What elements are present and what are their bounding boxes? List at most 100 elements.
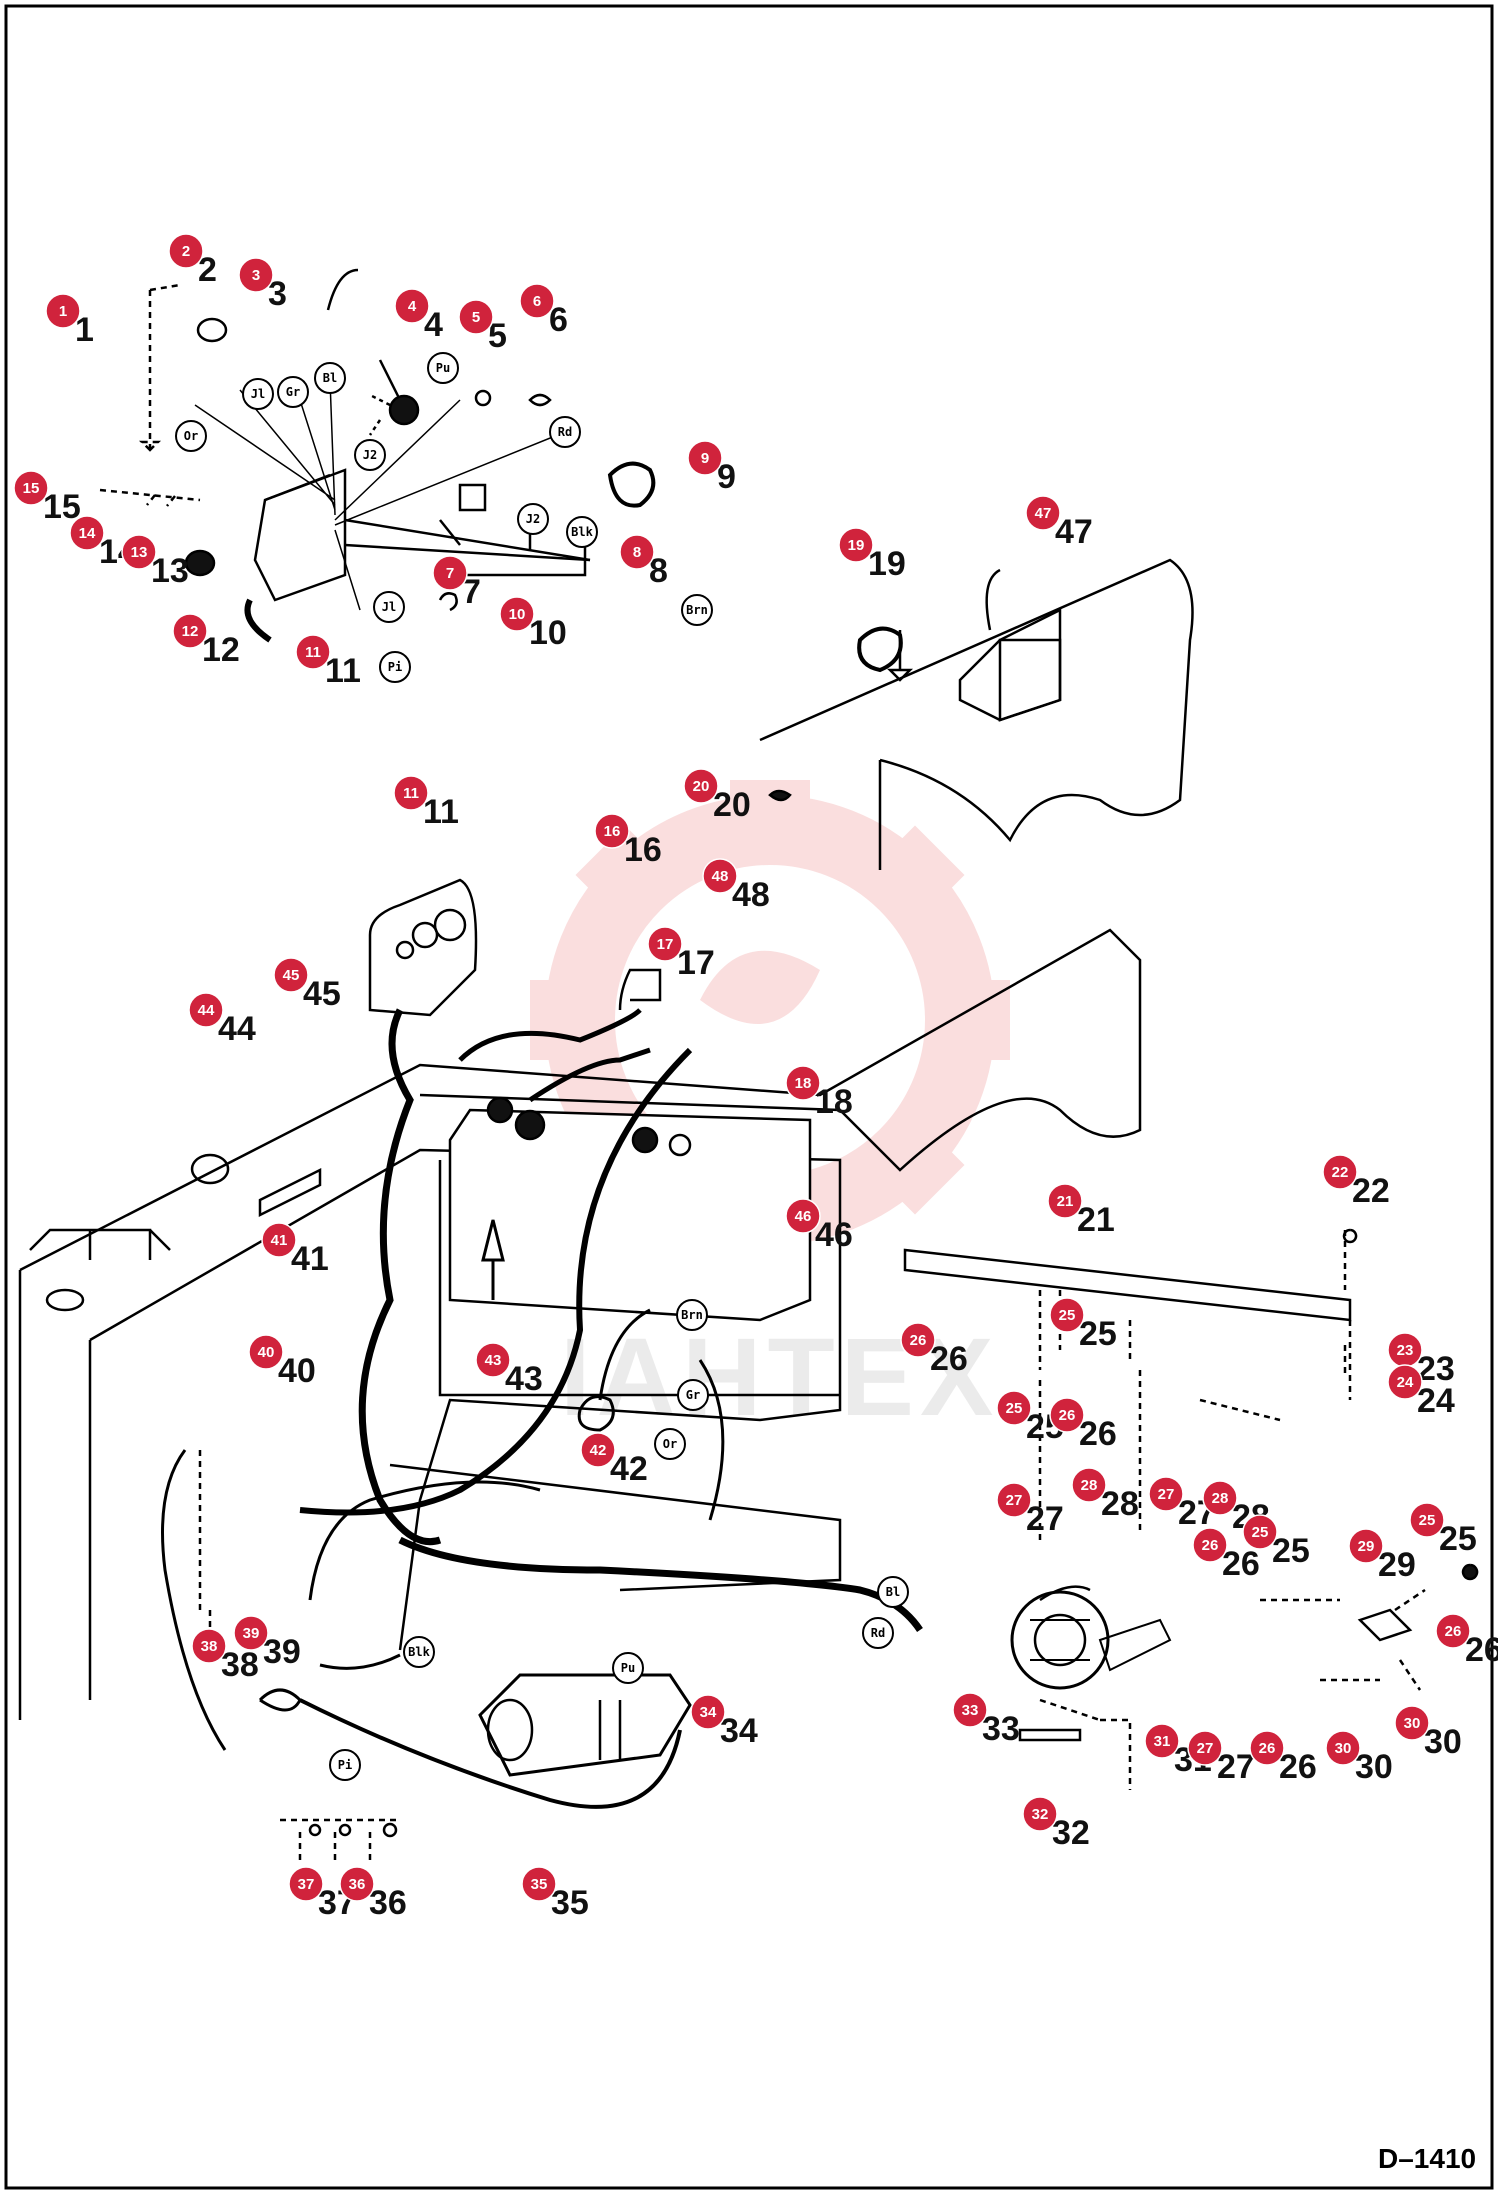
callout-circle: [172, 613, 208, 649]
callout-circle: [687, 440, 723, 476]
callout-46[interactable]: 46: [785, 1198, 821, 1234]
callout-30[interactable]: 30: [1325, 1730, 1361, 1766]
callout-17[interactable]: 17: [647, 926, 683, 962]
callout-11[interactable]: 11: [393, 775, 429, 811]
callout-8[interactable]: 8: [619, 534, 655, 570]
callout-13[interactable]: 13: [121, 534, 157, 570]
callout-number: 6: [533, 293, 541, 310]
printed-part-number: 4: [424, 306, 443, 344]
callout-9[interactable]: 9: [687, 440, 723, 476]
printed-part-number: 27: [1217, 1748, 1255, 1786]
printed-part-number: 16: [624, 831, 662, 869]
callout-31[interactable]: 31: [1144, 1723, 1180, 1759]
callout-25[interactable]: 25: [1242, 1514, 1278, 1550]
wire-tag: Pi: [379, 651, 411, 683]
callout-35[interactable]: 35: [521, 1866, 557, 1902]
callout-29[interactable]: 29: [1348, 1528, 1384, 1564]
callout-41[interactable]: 41: [261, 1222, 297, 1258]
wire-tag-ring: [877, 1576, 909, 1608]
callout-25[interactable]: 25: [1049, 1297, 1085, 1333]
callout-number: 38: [201, 1638, 218, 1655]
callout-2[interactable]: 2: [168, 233, 204, 269]
callout-44[interactable]: 44: [188, 992, 224, 1028]
callout-25[interactable]: 25: [1409, 1502, 1445, 1538]
drawing-id: D–1410: [1378, 2143, 1476, 2174]
callout-5[interactable]: 5: [458, 299, 494, 335]
callout-3[interactable]: 3: [238, 257, 274, 293]
callout-38[interactable]: 38: [191, 1628, 227, 1664]
wire-tag-ring: [654, 1428, 686, 1460]
callout-number: 7: [446, 565, 454, 582]
wire-tag-ring: [612, 1652, 644, 1684]
wire-tag-ring: [329, 1749, 361, 1781]
callout-26[interactable]: 26: [1435, 1613, 1471, 1649]
callout-34[interactable]: 34: [690, 1694, 726, 1730]
callout-number: 29: [1358, 1538, 1375, 1555]
callout-number: 20: [693, 778, 710, 795]
callout-22[interactable]: 22: [1322, 1154, 1358, 1190]
callout-26[interactable]: 26: [1249, 1730, 1285, 1766]
callout-24[interactable]: 24: [1387, 1364, 1423, 1400]
callout-27[interactable]: 27: [1148, 1476, 1184, 1512]
callout-number: 19: [848, 537, 865, 554]
callout-37[interactable]: 37: [288, 1866, 324, 1902]
printed-part-number: 48: [732, 876, 770, 914]
callout-number: 28: [1212, 1490, 1229, 1507]
callout-number: 23: [1397, 1342, 1414, 1359]
callout-16[interactable]: 16: [594, 813, 630, 849]
callout-12[interactable]: 12: [172, 613, 208, 649]
callout-15[interactable]: 15: [13, 470, 49, 506]
callout-27[interactable]: 27: [996, 1482, 1032, 1518]
callout-19[interactable]: 19: [838, 527, 874, 563]
callout-23[interactable]: 23: [1387, 1332, 1423, 1368]
callout-circle: [785, 1198, 821, 1234]
callout-26[interactable]: 26: [900, 1322, 936, 1358]
callout-number: 3: [252, 267, 260, 284]
printed-part-number: 24: [1417, 1382, 1455, 1420]
callout-circle: [1187, 1730, 1223, 1766]
callout-40[interactable]: 40: [248, 1334, 284, 1370]
callout-circle: [432, 555, 468, 591]
callout-circle: [13, 470, 49, 506]
callout-28[interactable]: 28: [1202, 1480, 1238, 1516]
callout-6[interactable]: 6: [519, 283, 555, 319]
callout-number: 12: [182, 623, 199, 640]
callout-10[interactable]: 10: [499, 596, 535, 632]
wire-tag: J2: [517, 503, 549, 535]
callout-48[interactable]: 48: [702, 858, 738, 894]
callout-33[interactable]: 33: [952, 1692, 988, 1728]
callout-circle: [1071, 1467, 1107, 1503]
printed-part-number: 10: [529, 614, 567, 652]
callout-circle: [1049, 1297, 1085, 1333]
callout-43[interactable]: 43: [475, 1342, 511, 1378]
printed-part-number: 44: [218, 1010, 256, 1048]
callout-26[interactable]: 26: [1192, 1527, 1228, 1563]
callout-30[interactable]: 30: [1394, 1705, 1430, 1741]
wire-tag-ring: [676, 1299, 708, 1331]
printed-part-number: 34: [720, 1712, 758, 1750]
callout-25[interactable]: 25: [996, 1390, 1032, 1426]
callout-39[interactable]: 39: [233, 1615, 269, 1651]
callout-45[interactable]: 45: [273, 957, 309, 993]
callout-number: 4: [408, 298, 417, 315]
callout-11[interactable]: 11: [295, 634, 331, 670]
printed-part-number: 22: [1352, 1172, 1390, 1210]
callout-20[interactable]: 20: [683, 768, 719, 804]
printed-part-number: 6: [549, 301, 568, 339]
wire-tag: Pu: [612, 1652, 644, 1684]
callout-4[interactable]: 4: [394, 288, 430, 324]
callout-36[interactable]: 36: [339, 1866, 375, 1902]
callout-7[interactable]: 7: [432, 555, 468, 591]
callout-47[interactable]: 47: [1025, 495, 1061, 531]
printed-part-number: 42: [610, 1450, 648, 1488]
callout-18[interactable]: 18: [785, 1065, 821, 1101]
callout-28[interactable]: 28: [1071, 1467, 1107, 1503]
callout-21[interactable]: 21: [1047, 1183, 1083, 1219]
callout-26[interactable]: 26: [1049, 1397, 1085, 1433]
callout-number: 27: [1006, 1492, 1023, 1509]
callout-1[interactable]: 1: [45, 293, 81, 329]
callout-14[interactable]: 14: [69, 515, 105, 551]
callout-27[interactable]: 27: [1187, 1730, 1223, 1766]
callout-32[interactable]: 32: [1022, 1796, 1058, 1832]
callout-42[interactable]: 42: [580, 1432, 616, 1468]
